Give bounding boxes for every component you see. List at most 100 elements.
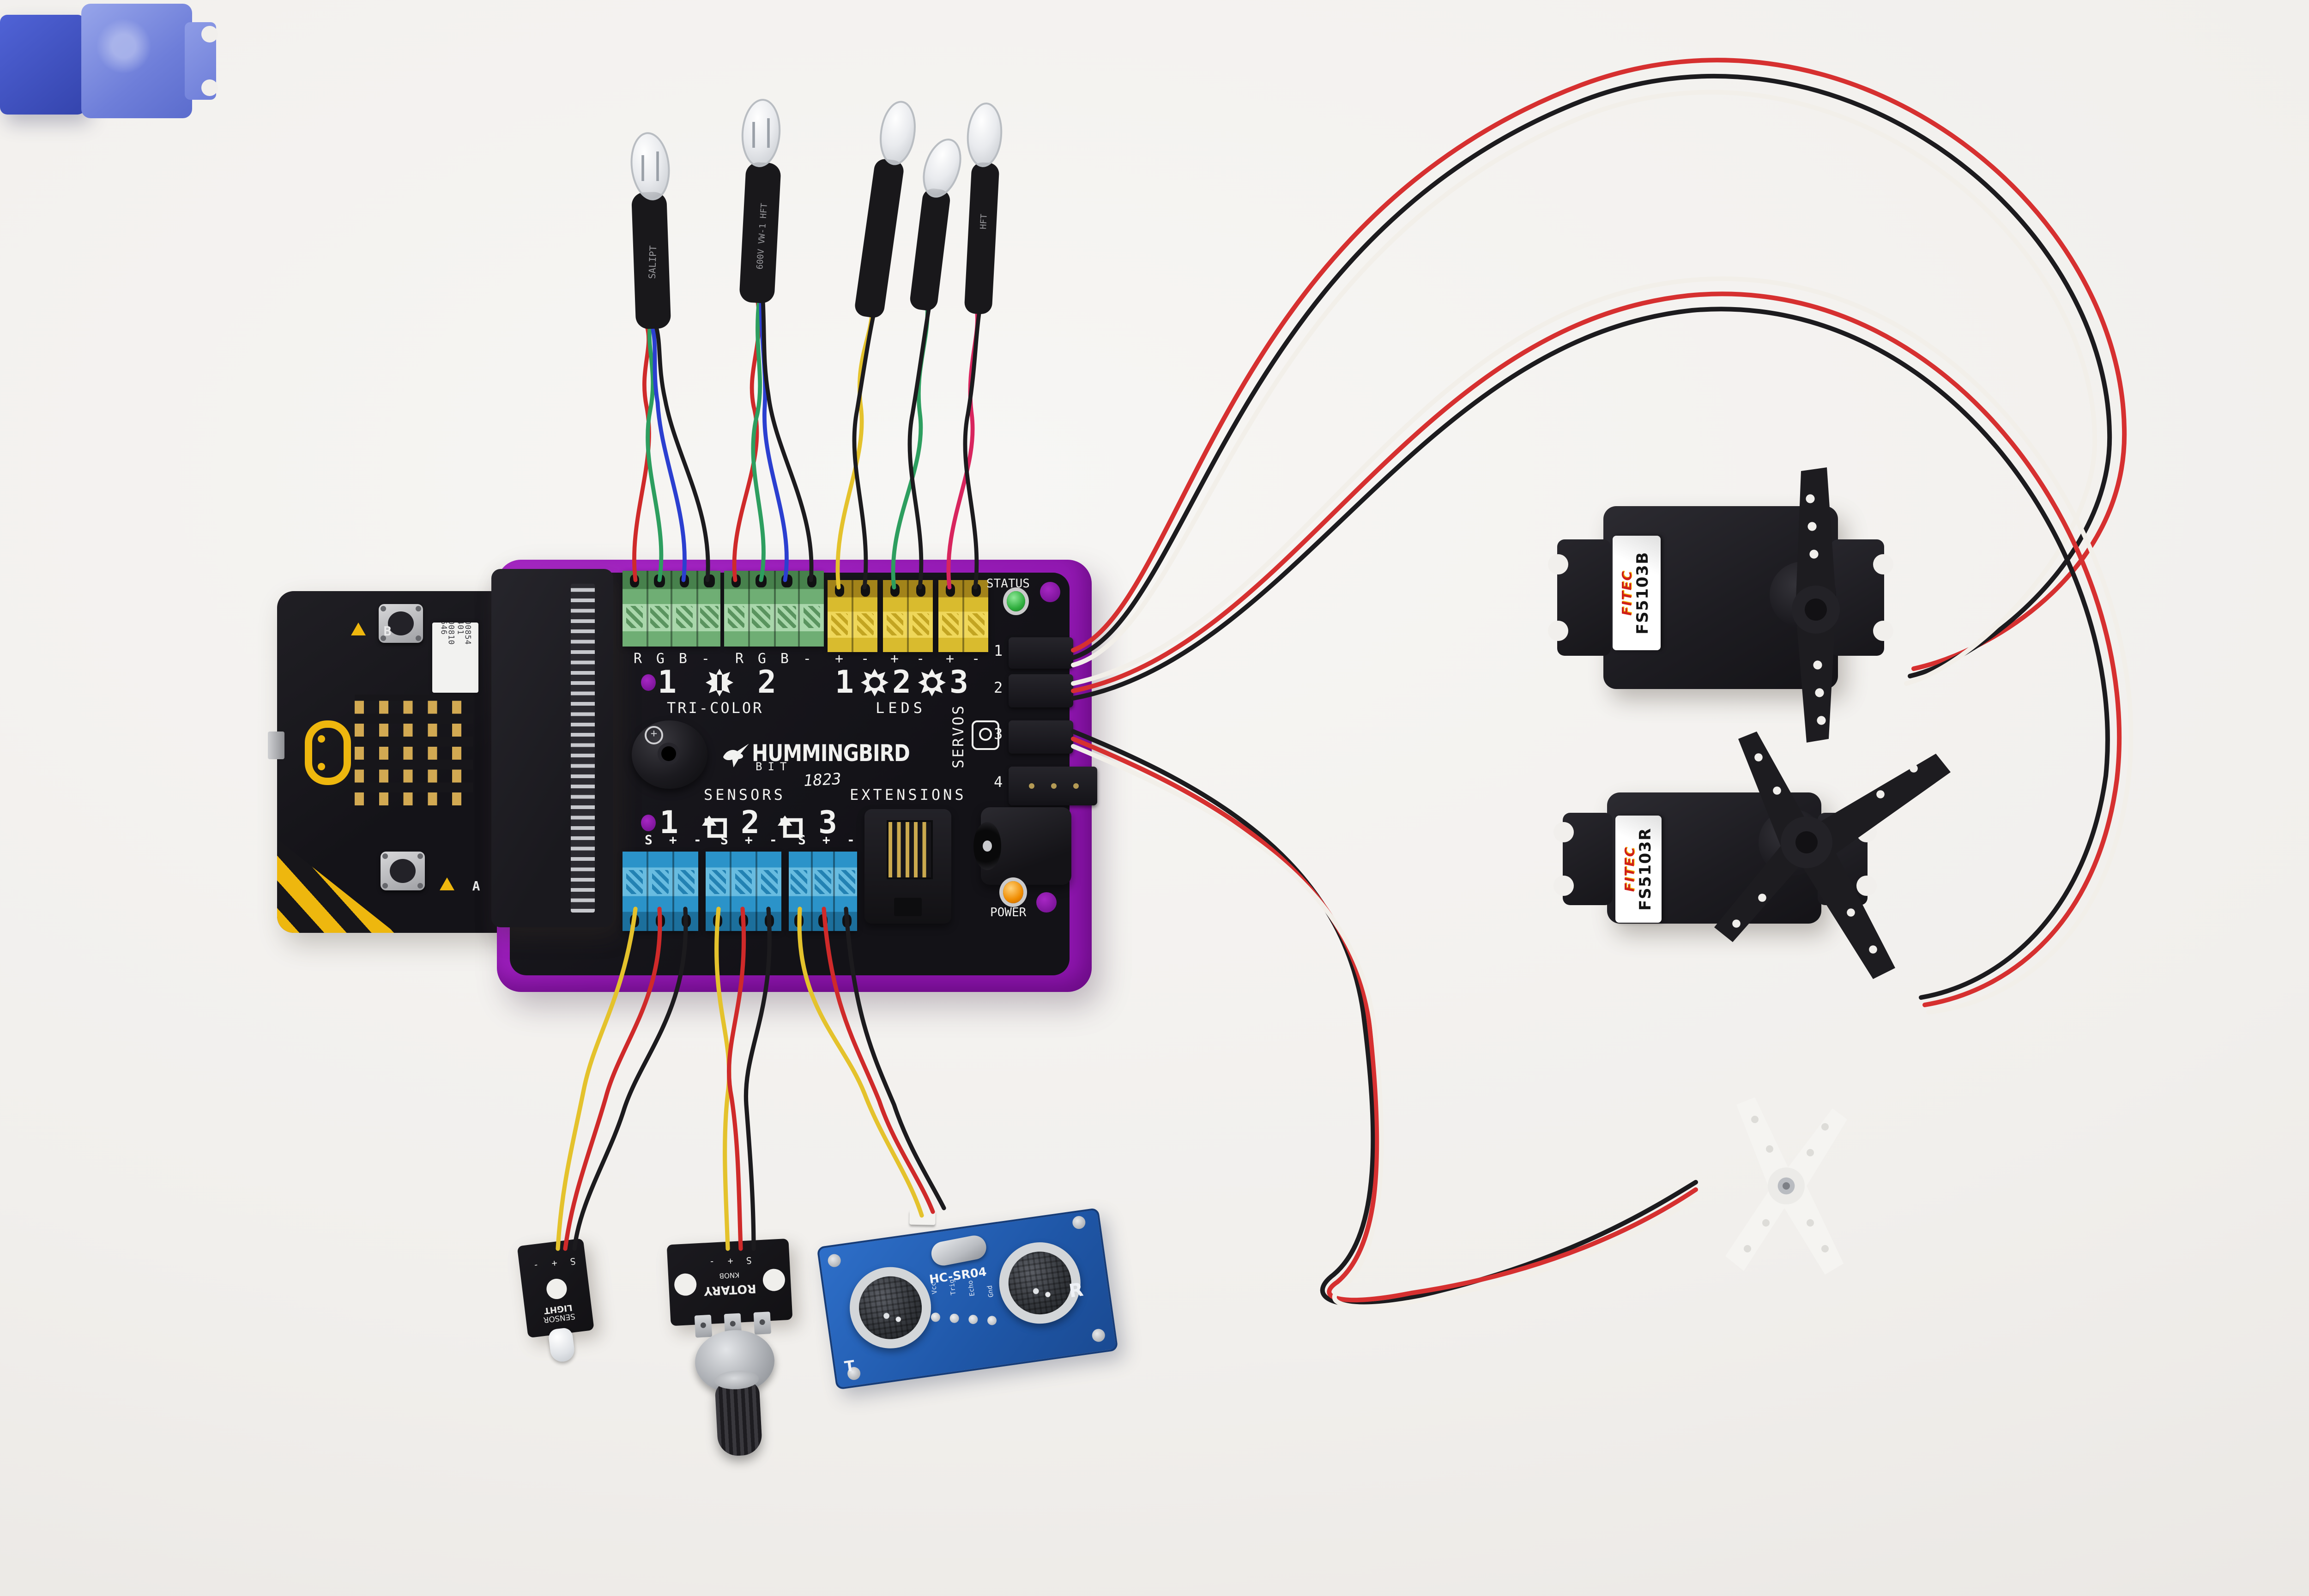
- led-terminal-1[interactable]: [828, 580, 877, 652]
- led-bulbs: [630, 99, 1003, 200]
- terminal-unit[interactable]: [724, 571, 750, 647]
- led-heatshrink-tubes: SALIPT 600V VW-1 HFT HFT: [631, 159, 999, 329]
- microbit-hazard-stripes: [277, 839, 395, 933]
- servo-model: FS5103R: [1637, 828, 1655, 911]
- terminal-unit[interactable]: [648, 852, 674, 931]
- microbit-button-b[interactable]: [379, 604, 423, 643]
- terminal-unit[interactable]: [883, 580, 909, 652]
- light-sensor: S + - LIGHT SENSOR: [517, 1237, 606, 1374]
- cable-tie: [909, 1209, 936, 1225]
- servo-output-boss: [1759, 809, 1825, 876]
- terminal-unit[interactable]: [647, 571, 672, 647]
- led-2-pin-labels: + -: [890, 650, 930, 667]
- sensor-terminal-2[interactable]: [706, 852, 781, 931]
- servo-header-3[interactable]: [1009, 720, 1073, 754]
- terminal-unit[interactable]: [706, 852, 731, 931]
- led-terminal-3[interactable]: [938, 580, 988, 652]
- led-gear-icon: [918, 669, 946, 696]
- heatshrink-text-5: HFT: [979, 214, 989, 230]
- terminal-unit[interactable]: [623, 571, 647, 647]
- power-jack[interactable]: [973, 807, 1071, 885]
- led-3-wire-pair: [946, 312, 981, 590]
- terminal-unit[interactable]: [812, 852, 836, 931]
- terminal-unit[interactable]: [828, 580, 853, 652]
- micro-servo-mount-tab: [185, 22, 218, 100]
- rotary-label: ROTARY: [703, 1281, 757, 1299]
- sensor-terminal-3[interactable]: [789, 852, 858, 931]
- servo-output-boss: [1770, 562, 1836, 628]
- servo-label: FITEC FS5103B: [1613, 536, 1661, 650]
- tri-color-terminal-2[interactable]: [724, 571, 824, 647]
- microbit-edge-connector: [491, 569, 613, 927]
- rotary-sensor-pcb: S + - KNOB ROTARY: [666, 1238, 793, 1326]
- servos-label: SERVOS: [950, 704, 967, 768]
- jack-latch: [894, 898, 922, 916]
- terminal-unit[interactable]: [853, 580, 877, 652]
- terminal-unit[interactable]: [757, 852, 781, 931]
- micro-servo: [0, 0, 222, 133]
- rotary-sub-label: KNOB: [719, 1270, 740, 1281]
- terminal-unit[interactable]: [623, 852, 648, 931]
- status-label: STATUS: [986, 576, 1030, 591]
- terminal-unit[interactable]: [731, 852, 757, 931]
- micro-servo-horn: [1725, 1097, 1847, 1275]
- heatshrink-text-1: SALIPT: [647, 245, 659, 279]
- terminal-unit[interactable]: [775, 571, 800, 647]
- pot-lug: [694, 1314, 713, 1338]
- terminal-unit[interactable]: [835, 852, 858, 931]
- servo-mount-ear: [1831, 539, 1893, 656]
- led-port-2-number: 2: [892, 665, 911, 702]
- led-terminal-2[interactable]: [883, 580, 933, 652]
- servo-header-1[interactable]: [1009, 637, 1073, 669]
- sensor-terminal-1[interactable]: [623, 852, 698, 931]
- pot-lug: [753, 1312, 772, 1335]
- leds-label: LEDS: [876, 700, 926, 717]
- tri-color-2-wire-bundle: [732, 297, 814, 582]
- sensor-loop-icon: [777, 815, 803, 838]
- terminal-unit[interactable]: [750, 571, 775, 647]
- microbit-touch-logo[interactable]: [305, 720, 351, 785]
- sensors-label: SENSORS: [704, 787, 786, 804]
- tri-color-terminal-1[interactable]: [623, 571, 720, 647]
- servo-header-2[interactable]: [1009, 674, 1073, 707]
- button-a-letter: A: [472, 879, 480, 894]
- terminal-unit[interactable]: [674, 852, 698, 931]
- power-label: POWER: [990, 905, 1027, 920]
- tri-color-label: TRI-COLOR: [667, 700, 764, 717]
- button-b-letter: B: [383, 624, 392, 639]
- microbit-serial-sticker: 400854 1401 200810 1646: [432, 623, 478, 693]
- servo-fs5103b: FITEC FS5103B: [1548, 502, 1893, 695]
- power-led: [1003, 881, 1023, 903]
- microbit-button-a[interactable]: [381, 852, 425, 890]
- terminal-unit[interactable]: [938, 580, 964, 652]
- led-3-pin-labels: + -: [946, 650, 985, 667]
- sensor-port-1-number: 1: [659, 805, 678, 842]
- buzzer-hole: [661, 746, 676, 761]
- mounting-hole: [1036, 892, 1057, 913]
- ultrasonic-right-mark: R: [1068, 1281, 1085, 1303]
- terminal-unit[interactable]: [909, 580, 933, 652]
- servo-port-icon: [972, 720, 999, 750]
- servo-port-3-number: 3: [994, 726, 1003, 743]
- led-gear-icon: [861, 669, 889, 696]
- heatshrink-text-2: 600V VW-1 HFT: [755, 203, 769, 270]
- extensions-jack[interactable]: [864, 809, 951, 924]
- led-1-pin-labels: + -: [835, 650, 874, 667]
- terminal-unit[interactable]: [789, 852, 812, 931]
- terminal-unit[interactable]: [697, 571, 720, 647]
- rotary-sensor: S + - KNOB ROTARY: [666, 1238, 808, 1466]
- servo-header-4-empty[interactable]: [1009, 767, 1097, 805]
- sensor-3-pin-labels: S + -: [798, 833, 859, 848]
- servo-mount-ear: [1818, 813, 1877, 905]
- potentiometer-knob[interactable]: [714, 1380, 763, 1457]
- microbit-button-b-label: B: [351, 608, 391, 643]
- microbit-led-matrix: [355, 695, 473, 805]
- led-port-1-number: 1: [835, 665, 854, 702]
- terminal-unit[interactable]: [964, 580, 988, 652]
- servo-mount-ear: [1553, 813, 1613, 905]
- terminal-unit[interactable]: [800, 571, 824, 647]
- sensor-port-3-number: 3: [818, 805, 837, 842]
- terminal-unit[interactable]: [672, 571, 697, 647]
- led-port-3-number: 3: [949, 665, 968, 702]
- microbit-button-a-label: A: [440, 863, 480, 898]
